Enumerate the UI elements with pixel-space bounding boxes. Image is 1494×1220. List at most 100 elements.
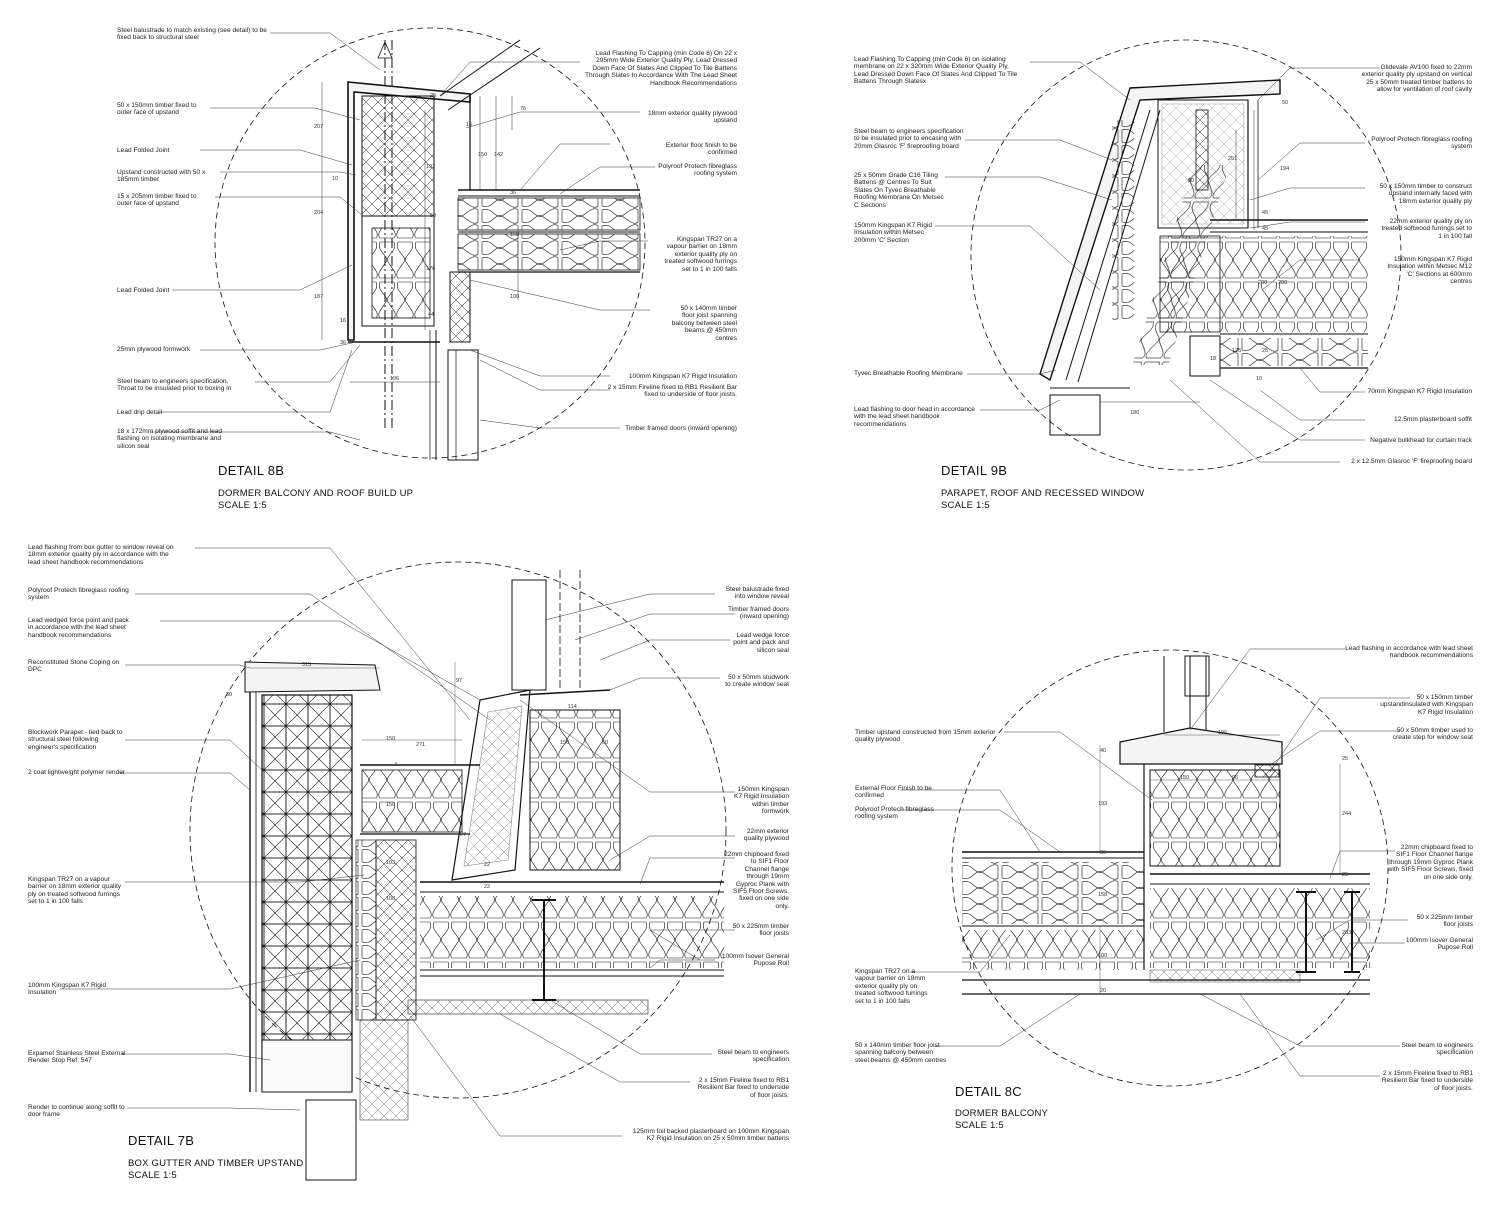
note-8b-kingspan-tr27: Kingspan TR27 on a vapour barrier on 18m…	[664, 236, 737, 273]
note-7b-lead-wedge-seal: Lead wedge force point and pack and sili…	[733, 632, 789, 654]
note-9b-bulkhead: Negative bulkhead for curtain track	[1370, 437, 1472, 444]
detail-9b-leaders	[935, 61, 1380, 463]
detail-7b-title: DETAIL 7B	[128, 1133, 195, 1148]
dim-7b-1: 315	[302, 662, 311, 668]
dim-8c-5: 193	[1098, 801, 1107, 807]
dim-8b-2: 204	[314, 210, 323, 216]
note-9b-steel-beam: Steel beam to engineers specification to…	[854, 128, 964, 150]
dim-7b-4: 271	[416, 742, 425, 748]
dim-8c-4: 96	[1232, 775, 1238, 781]
dim-9b-12: 10	[1256, 376, 1262, 382]
dim-9b-7: 200	[1278, 280, 1287, 286]
dim-8b-11: 16	[340, 318, 346, 324]
detail-8c-boundary	[951, 649, 1389, 1087]
note-9b-k7-metsec-m12: 150mm Kingspan K7 Rigid Insulation withi…	[1387, 256, 1472, 286]
detail-7b-subtitle: BOX GUTTER AND TIMBER UPSTAND	[128, 1158, 304, 1169]
note-7b-fireline: 2 x 15mm Fireline fixed to RB1 Resilient…	[697, 1077, 789, 1099]
note-8b-k7-insulation: 100mm Kingspan K7 Rigid Insulation	[628, 373, 737, 380]
note-8c-fireline: 2 x 15mm Fireline fixed to RB1 Resilient…	[1381, 1070, 1473, 1092]
dim-8c-10: 100	[1098, 953, 1107, 959]
detail-8c-leaders	[900, 648, 1410, 1077]
detail-7b-leaders	[60, 547, 735, 1137]
dim-7b-12: 103	[386, 860, 395, 866]
note-8b-doors: Timber framed doors (inward opening)	[625, 425, 737, 432]
detail-9b-drawing	[970, 39, 1402, 471]
dim-8b-9: 36	[510, 190, 516, 196]
note-9b-polyroof: Polyroof Protech fibreglass roofing syst…	[1371, 136, 1472, 151]
detail-8c-title: DETAIL 8C	[955, 1084, 1022, 1099]
dim-8b-1: 207	[314, 124, 323, 130]
detail-8c-drawing	[951, 649, 1389, 1087]
detail-7b-boundary	[189, 561, 727, 1099]
note-7b-blockwork: Blockwork Parapet - tied back to structu…	[28, 729, 123, 751]
note-8c-isover: 100mm Isover General Pupose Roll	[1405, 937, 1473, 952]
note-7b-lead-box-gutter: Lead flashing from box gutter to window …	[28, 544, 174, 566]
dim-7b-13: 22	[484, 862, 490, 868]
note-7b-polyroof: Polyroof Protech fibreglass roofing syst…	[28, 587, 129, 602]
dim-8b-5: 176	[426, 266, 435, 272]
dim-9b-13: 18	[1210, 356, 1216, 362]
dim-8b-13: 196	[390, 376, 399, 382]
dim-9b-9: 25	[1262, 348, 1268, 354]
note-8b-plywood-upstand: 18mm exterior quality plywood upstand	[647, 110, 737, 125]
note-7b-render-soffit: Render to continue along soffit to door …	[28, 1104, 125, 1119]
dim-7b-14: 22	[484, 884, 490, 890]
dim-8c-12: 203	[1342, 930, 1351, 936]
note-9b-ply-furrings: 22mm exterior quality ply on treated sof…	[1381, 218, 1472, 240]
note-7b-chipboard: 22mm chipboard fixed to SIF1 Floor Chann…	[724, 851, 789, 910]
detail-9b-scale: SCALE 1:5	[941, 500, 990, 511]
detail-8b-title: DETAIL 8B	[218, 463, 285, 478]
note-8b-timber-outer-face: 50 x 150mm timber fixed to outer face of…	[117, 102, 197, 117]
dim-7b-7: 4	[394, 762, 397, 768]
dim-8c-13: 25	[1342, 872, 1348, 878]
dim-8b-14: 158	[510, 232, 519, 238]
note-8b-lead-capping: Lead Flashing To Capping (min Code 6) On…	[585, 50, 737, 87]
detail-8c-subtitle: DORMER BALCONY	[955, 1108, 1049, 1119]
dim-9b-8: 125	[1232, 348, 1241, 354]
note-9b-k7-metsec: 150mm Kingspan K7 Rigid Insulation withi…	[854, 222, 933, 244]
note-8b-plywood-formwork: 25mm plywood formwork	[117, 346, 191, 353]
note-9b-k7-70mm: 70mm Kingspan K7 Rigid Insulation	[1367, 388, 1472, 395]
note-7b-steel-beam: Steel beam to engineers specification	[717, 1049, 789, 1064]
note-8c-window-seat-step: 50 x 50mm timber used to create step for…	[1392, 727, 1473, 742]
note-7b-render: 2 coat lightweight polymer render	[28, 769, 126, 776]
dim-8c-11: 20	[1100, 988, 1106, 994]
note-9b-lead-capping: Lead Flashing To Capping (min Code 6) on…	[854, 56, 1018, 86]
note-8c-floor-finish: External Floor Finish to be confirmed	[855, 785, 932, 800]
note-8c-floor-joist: 50 x 140mm timber floor joist spanning b…	[855, 1042, 947, 1064]
dim-9b-11: 50	[1188, 178, 1194, 184]
dim-9b-1: 50	[1282, 100, 1288, 106]
note-8c-polyroof: Polyroof Protech fibreglass roofing syst…	[855, 806, 934, 821]
note-8c-chipboard: 22mm chipboard fixed to SIF1 Floor Chann…	[1387, 844, 1473, 881]
dim-7b-2: 30	[226, 692, 232, 698]
note-8b-lead-folded-joint-1: Lead Folded Joint	[117, 147, 170, 154]
dim-8b-12: 36	[340, 340, 346, 346]
dim-8b-16: 25	[430, 93, 436, 99]
dim-9b-4: 45	[1262, 210, 1268, 216]
dim-8b-17: 50	[430, 213, 436, 219]
note-9b-plasterboard: 12.5mm plasterboard soffit	[1394, 416, 1472, 423]
dim-9b-10: 186	[1130, 410, 1139, 416]
detail-8b-drawing	[214, 27, 646, 461]
dim-8b-19: 15	[466, 122, 472, 128]
dim-7b-11: 27	[460, 832, 466, 838]
note-8b-floor-finish: Exterior floor finish to be confirmed	[665, 142, 737, 157]
dim-9b-3: 194	[1280, 166, 1289, 172]
note-8c-timber-upstand-insulated: 50 x 150mm timber upstandinsulated with …	[1380, 694, 1473, 716]
note-9b-tiling-battens: 25 x 50mm Grade C16 Tiling Battens @ Cen…	[854, 172, 944, 209]
note-7b-ext-plywood: 22mm exterior quality plywood	[743, 828, 789, 843]
dim-7b-15: 100	[386, 896, 395, 902]
note-8b-floor-joist: 50 x 140mm timber floor joist spanning b…	[671, 305, 737, 342]
dim-8c-9: 158	[1098, 892, 1107, 898]
dim-8b-10: 10	[332, 176, 338, 182]
note-9b-timber-upstand: 50 x 150mm timber to construct upstand i…	[1379, 183, 1472, 205]
note-8b-upstand-construction: Upstand constructed with 50 x 185mm timb…	[117, 169, 206, 184]
note-8b-fireline: 2 x 15mm Fireline fixed to RB1 Resilient…	[607, 384, 737, 399]
note-7b-balustrade: Steel balustrade fixed into window revea…	[725, 586, 789, 601]
detail-8b-subtitle: DORMER BALCONY AND ROOF BUILD UP	[218, 488, 414, 499]
detail-8c-scale: SCALE 1:5	[955, 1120, 1004, 1131]
note-8b-lead-folded-joint-2: Lead Folded Joint	[117, 287, 170, 294]
